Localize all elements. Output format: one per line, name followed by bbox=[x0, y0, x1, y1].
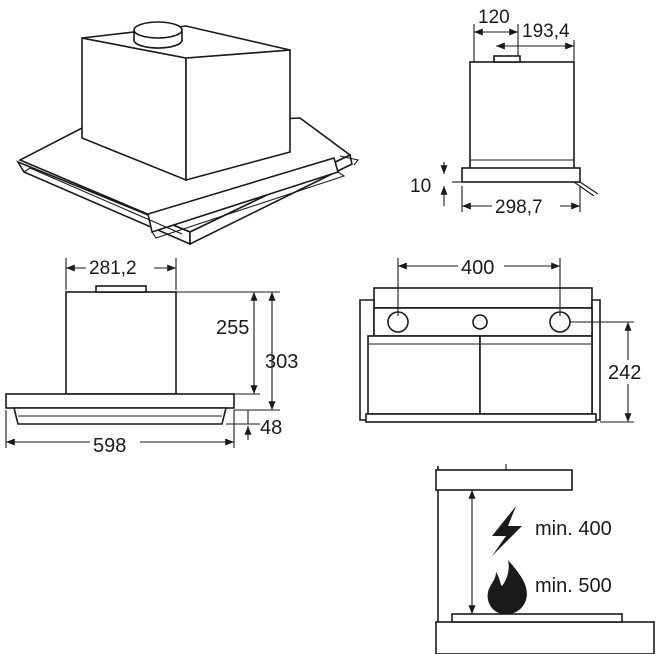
dim-top-depth: 298,7 bbox=[495, 197, 543, 218]
front-collar bbox=[95, 285, 147, 293]
isometric-view bbox=[16, 21, 359, 246]
label-bg bbox=[606, 360, 652, 384]
gas-clearance-label: min. 500 bbox=[535, 575, 612, 597]
front-panel bbox=[5, 393, 235, 409]
underside-right-side bbox=[591, 299, 601, 421]
dim-top-width-a: 120 bbox=[478, 7, 510, 28]
exhaust-collar-top bbox=[133, 21, 183, 39]
hood-base-line bbox=[23, 167, 183, 235]
label-bg bbox=[90, 432, 140, 454]
hood-handle bbox=[339, 155, 359, 166]
dim-front-panel-height: 48 bbox=[260, 417, 282, 439]
profile-body bbox=[469, 61, 575, 171]
profile-base bbox=[461, 167, 581, 183]
side-profile-view: 120 193,4 10 298,7 bbox=[410, 7, 599, 218]
dim-top-offset: 10 bbox=[410, 176, 431, 197]
fixing-hole-center bbox=[472, 314, 488, 330]
flame-icon bbox=[487, 560, 527, 615]
dim-front-chimney-width: 281,2 bbox=[89, 258, 137, 279]
electric-clearance-label: min. 400 bbox=[535, 518, 612, 540]
dim-front-height-body: 255 bbox=[216, 317, 249, 339]
dim-front-height-total: 303 bbox=[265, 351, 298, 373]
label-bg bbox=[492, 196, 560, 216]
profile-collar bbox=[493, 55, 521, 63]
dim-side-height: 242 bbox=[608, 362, 641, 384]
front-body bbox=[65, 291, 177, 395]
front-view: 281,2 255 303 48 598 bbox=[5, 256, 298, 457]
underside-view: 400 242 bbox=[359, 255, 652, 423]
underside-bottom-rail bbox=[365, 413, 597, 423]
lightning-icon bbox=[492, 506, 522, 556]
install-worktop bbox=[435, 621, 655, 654]
installation-view: min. 400 min. 500 bbox=[435, 464, 655, 654]
underside-filter-right bbox=[479, 335, 593, 415]
install-hood bbox=[435, 469, 573, 491]
underside-top-rail bbox=[373, 287, 593, 309]
dim-front-width: 598 bbox=[93, 435, 126, 457]
dim-top-width-b: 193,4 bbox=[522, 21, 570, 42]
profile-visor bbox=[573, 181, 599, 197]
hood-visor-edge bbox=[151, 171, 346, 239]
dim-side-spacing: 400 bbox=[461, 257, 494, 279]
label-bg bbox=[458, 255, 504, 277]
install-hob bbox=[451, 613, 623, 623]
underside-filter-left bbox=[367, 335, 481, 415]
label-bg bbox=[86, 256, 154, 278]
